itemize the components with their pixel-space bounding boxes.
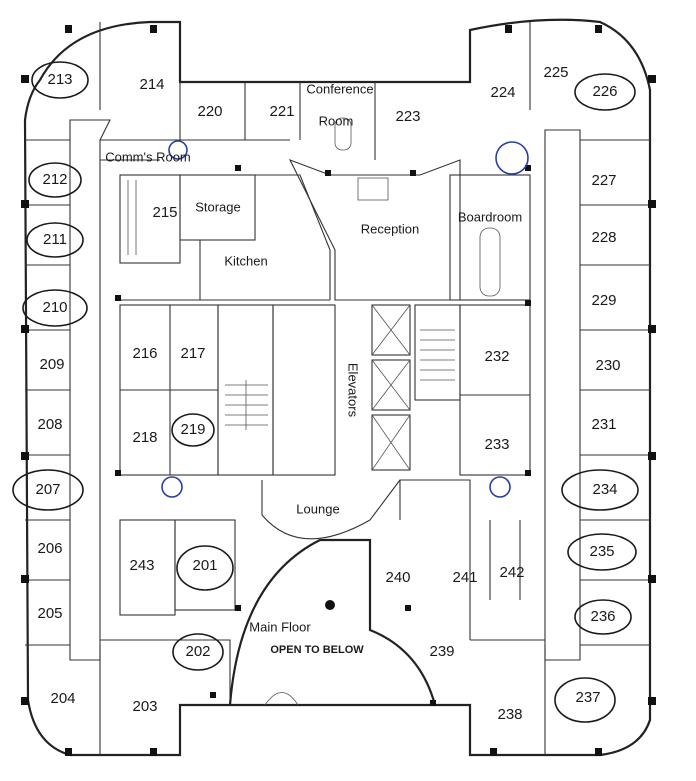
room-217: 217 [180, 345, 205, 362]
room-230: 230 [595, 357, 620, 374]
blue-circle-mark-mid-left [161, 476, 183, 498]
circle-mark-237 [554, 677, 616, 723]
room-220: 220 [197, 103, 222, 120]
room-238: 238 [497, 706, 522, 723]
room-233: 233 [484, 436, 509, 453]
room-237: 237 [575, 689, 600, 706]
room-232: 232 [484, 348, 509, 365]
room-219: 219 [180, 421, 205, 438]
room-216: 216 [132, 345, 157, 362]
room-204: 204 [50, 690, 75, 707]
circle-mark-211 [26, 222, 84, 258]
room-226: 226 [592, 83, 617, 100]
room-243: 243 [129, 557, 154, 574]
room-239: 239 [429, 643, 454, 660]
label-conference: Conference [306, 81, 373, 96]
core-offices-west [119, 304, 219, 476]
room-211: 211 [43, 231, 67, 248]
core-east [288, 158, 531, 476]
label-open-to-below: OPEN TO BELOW [270, 644, 364, 656]
label-comms-room: Comm's Room [105, 149, 191, 164]
room-212: 212 [42, 171, 67, 188]
room-202: 202 [185, 643, 210, 660]
room-227: 227 [591, 172, 616, 189]
label-lounge: Lounge [296, 501, 339, 516]
circle-mark-213 [31, 61, 89, 99]
room-207: 207 [35, 481, 60, 498]
circle-mark-235 [567, 533, 637, 571]
pen-circles [12, 61, 639, 723]
circle-mark-212 [28, 162, 82, 198]
room-labels: 213 214 220 221 223 224 225 226 212 211 … [35, 64, 620, 723]
lower-core [119, 479, 521, 705]
label-reception: Reception [361, 221, 420, 236]
room-228: 228 [591, 229, 616, 246]
top-rooms [244, 82, 376, 160]
label-conference-room: Room [319, 113, 354, 128]
room-206: 206 [37, 540, 62, 557]
room-234: 234 [592, 481, 617, 498]
room-235: 235 [589, 543, 614, 560]
room-213: 213 [47, 71, 72, 88]
main-floor-opening [228, 538, 437, 706]
circle-mark-207 [12, 469, 84, 511]
blue-circle-mark-mid-right [489, 476, 511, 498]
room-236: 236 [590, 608, 615, 625]
room-210: 210 [42, 299, 67, 316]
room-240: 240 [385, 569, 410, 586]
core-west [119, 174, 331, 301]
room-208: 208 [37, 416, 62, 433]
circle-mark-201 [176, 545, 234, 591]
room-224: 224 [490, 84, 515, 101]
room-215: 215 [152, 204, 177, 221]
circle-mark-236 [574, 599, 632, 635]
circle-mark-234 [561, 469, 639, 511]
core-services [217, 304, 461, 476]
room-225: 225 [543, 64, 568, 81]
blue-circle-mark-top-left [168, 140, 188, 160]
circle-mark-226 [574, 73, 636, 111]
room-223: 223 [395, 108, 420, 125]
area-labels: Conference Room Comm's Room Storage Kitc… [105, 81, 522, 655]
label-main-floor: Main Floor [249, 619, 311, 634]
room-231: 231 [591, 416, 616, 433]
building-outline [23, 18, 652, 757]
structural-columns [21, 25, 656, 756]
label-boardroom: Boardroom [458, 209, 522, 224]
circle-mark-202 [172, 633, 224, 671]
left-offices [25, 22, 181, 755]
circle-mark-219 [171, 413, 215, 447]
room-209: 209 [39, 356, 64, 373]
room-241: 241 [452, 569, 477, 586]
room-201: 201 [192, 557, 217, 574]
room-218: 218 [132, 429, 157, 446]
circle-mark-210 [22, 289, 88, 327]
room-205: 205 [37, 605, 62, 622]
room-221: 221 [269, 103, 294, 120]
room-203: 203 [132, 698, 157, 715]
room-229: 229 [591, 292, 616, 309]
right-offices [529, 22, 650, 755]
label-kitchen: Kitchen [224, 253, 267, 268]
label-storage: Storage [195, 199, 241, 214]
label-elevators: Elevators [346, 363, 361, 418]
room-242: 242 [499, 564, 524, 581]
blue-circle-mark-top-right [495, 141, 529, 175]
room-214: 214 [139, 76, 164, 93]
